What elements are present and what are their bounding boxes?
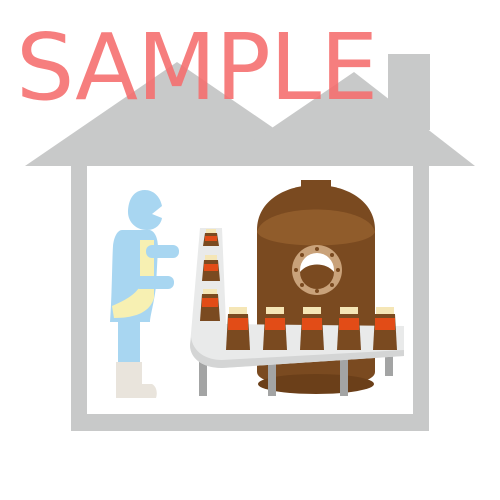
conveyor-leg: [340, 356, 348, 396]
house-outline-icon: [25, 54, 475, 431]
conveyor-leg: [199, 356, 207, 396]
factory-worker-icon: [110, 190, 179, 398]
worker-back-arm: [134, 276, 174, 289]
porthole-liquid: [300, 264, 334, 289]
porthole-bolt: [300, 253, 304, 257]
soy-sauce-bottle-icon: [263, 307, 287, 350]
porthole-bolt: [330, 253, 334, 257]
porthole-bolt: [315, 289, 319, 293]
worker-boots: [116, 362, 157, 398]
soy-sauce-bottle-icon: [300, 307, 324, 350]
porthole-bolts: [294, 247, 340, 293]
soy-sauce-bottle-icon: [337, 307, 361, 350]
porthole-bolt: [336, 268, 340, 272]
bottles: [200, 229, 397, 350]
soy-sauce-bottle-icon: [373, 307, 397, 350]
soy-sauce-bottle-icon: [200, 289, 220, 321]
soy-sauce-bottle-icon: [226, 307, 250, 350]
tank-band: [257, 209, 375, 246]
porthole-bolt: [300, 283, 304, 287]
worker-legs: [118, 318, 140, 364]
porthole-bolt: [315, 247, 319, 251]
house-chimney: [388, 54, 430, 130]
conveyor-leg: [268, 356, 276, 396]
soy-sauce-bottle-icon: [203, 229, 219, 246]
porthole-window-icon: [292, 245, 342, 295]
porthole-bolt: [330, 283, 334, 287]
house-right-roof: [216, 72, 475, 166]
soy-sauce-bottle-icon: [202, 255, 220, 281]
conveyor-edge: [190, 337, 404, 368]
porthole-bolt: [294, 268, 298, 272]
conveyor-leg: [385, 356, 393, 376]
house-left-roof: [25, 62, 329, 166]
worker-front-arm: [146, 245, 179, 258]
worker-apron: [112, 240, 154, 318]
worker-head: [128, 190, 162, 230]
